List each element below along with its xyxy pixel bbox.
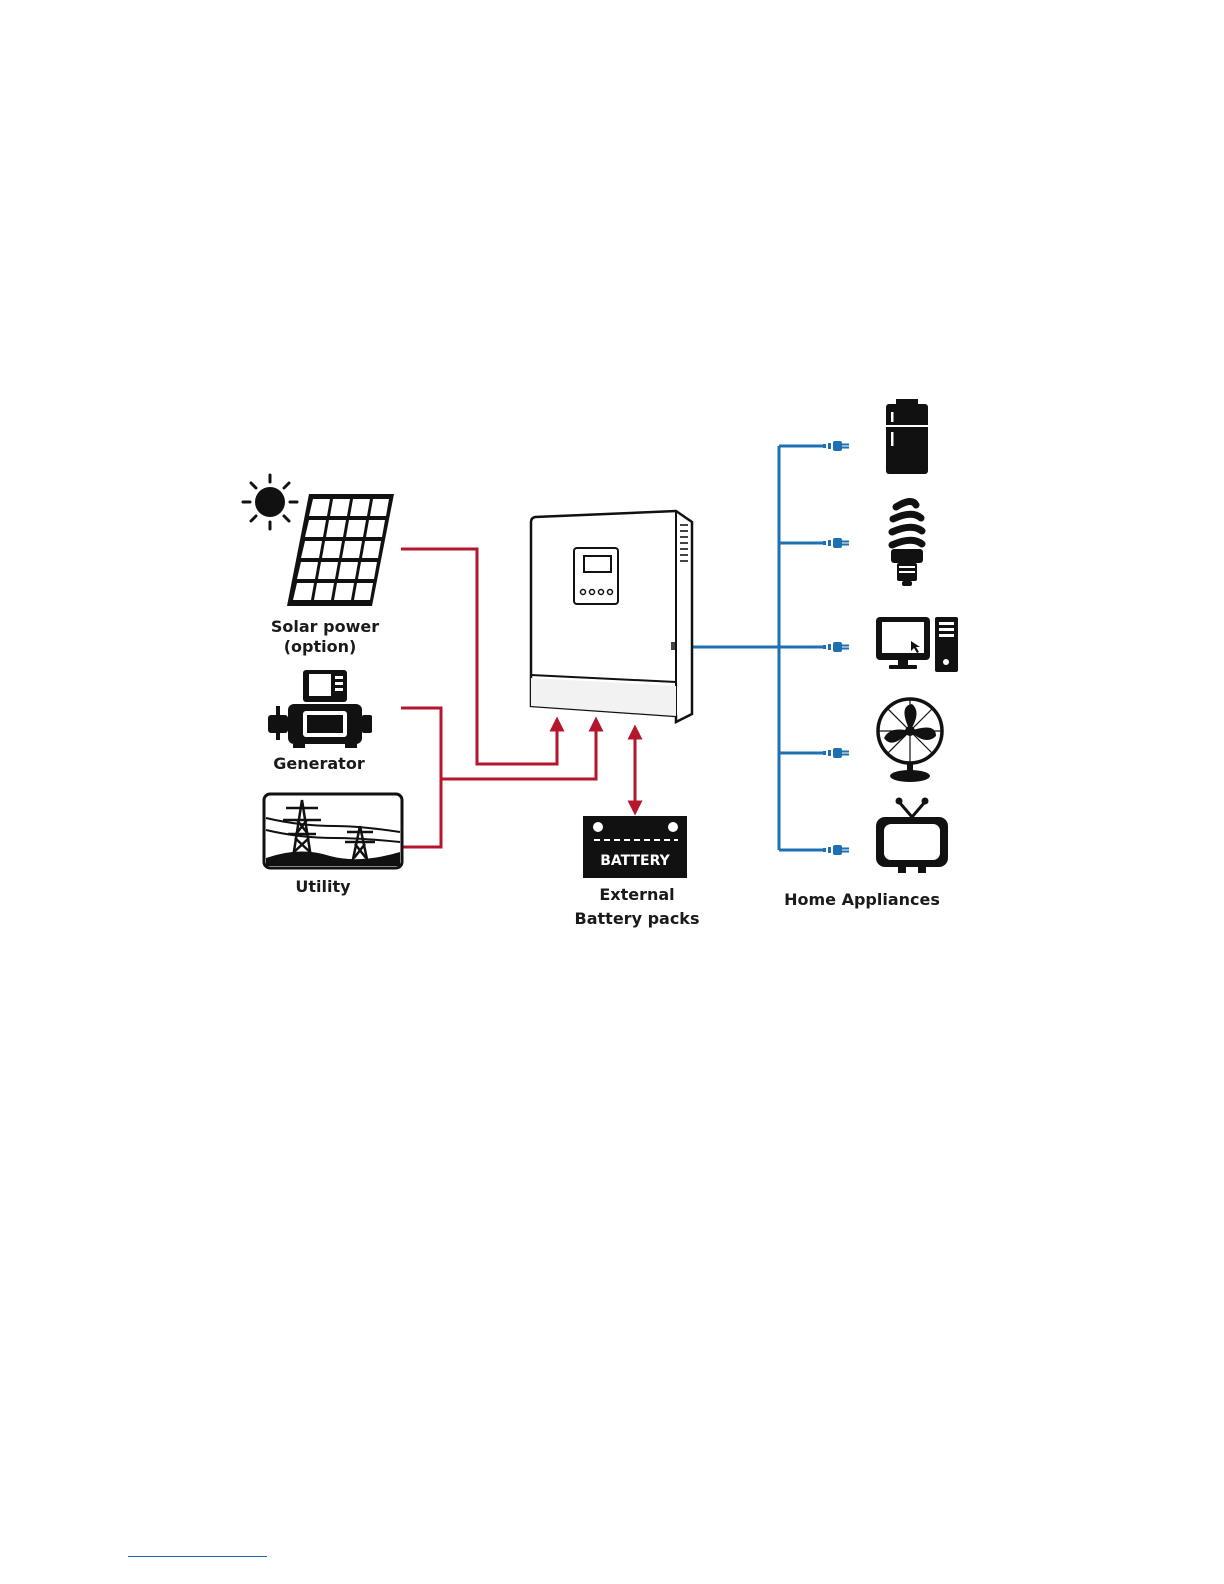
solar-panel-icon (287, 494, 394, 606)
computer-icon (876, 617, 958, 672)
generator-line (401, 708, 441, 847)
footnote-rule (128, 1556, 267, 1557)
inverter-icon (531, 511, 692, 722)
fan-icon (878, 699, 942, 782)
utility-label: Utility (295, 877, 351, 896)
solar-label-line1: Solar power (271, 617, 379, 636)
generator-label: Generator (273, 754, 365, 773)
battery-icon: BATTERY (583, 816, 687, 878)
power-tower-icon (264, 794, 402, 868)
fridge-icon (886, 399, 928, 474)
output-connections (689, 446, 823, 850)
solar-label-line2: (option) (284, 637, 357, 656)
sun-icon (243, 475, 297, 529)
generator-icon (268, 670, 372, 748)
plug-icon (823, 441, 849, 855)
battery-label-line2: Battery packs (575, 909, 700, 928)
bulb-icon (891, 501, 923, 586)
grid-line (441, 724, 596, 779)
battery-label-line1: External (599, 885, 674, 904)
appliances-label: Home Appliances (784, 890, 940, 909)
tv-icon (876, 798, 948, 874)
battery-text: BATTERY (600, 853, 670, 869)
